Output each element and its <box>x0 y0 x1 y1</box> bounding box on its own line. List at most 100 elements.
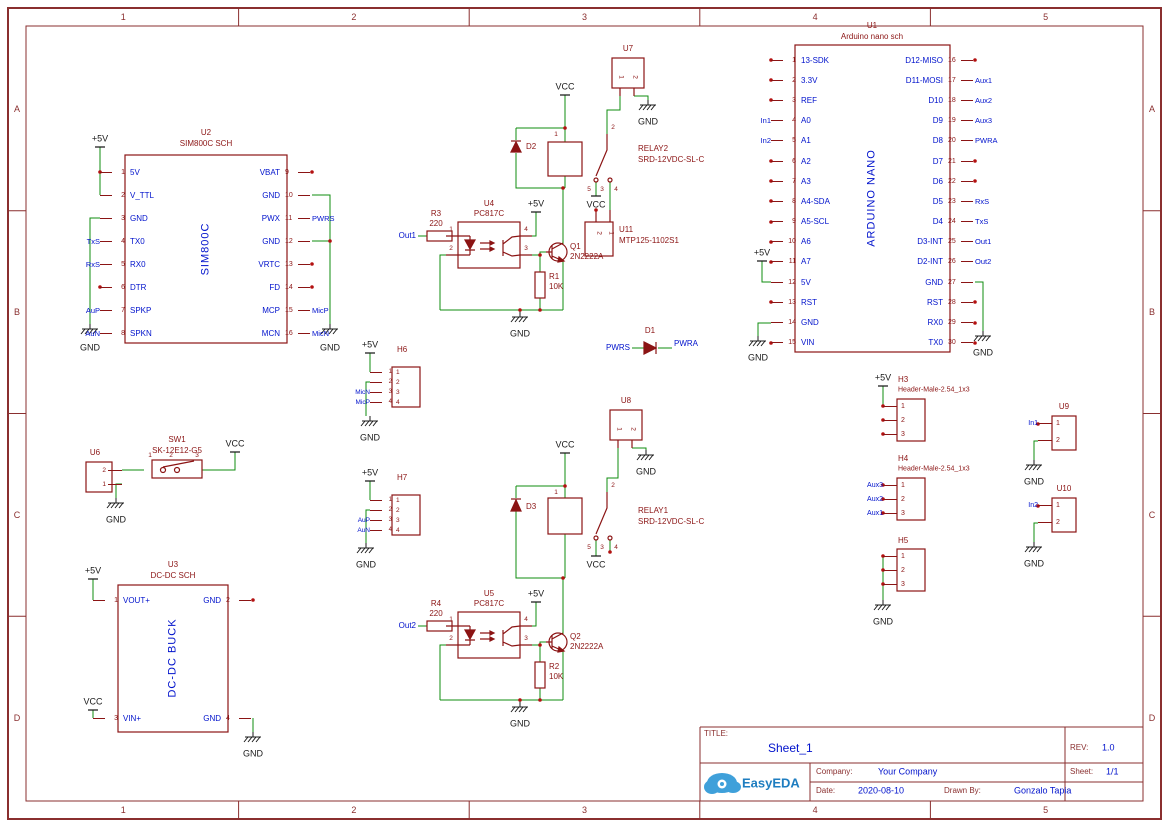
u8-pin-number: 1 <box>615 427 623 431</box>
pin-stub <box>883 583 897 585</box>
pin-name: 1 <box>396 496 400 504</box>
pin-stub <box>961 342 973 344</box>
pin-stub <box>370 401 382 403</box>
pin-stub <box>771 140 783 142</box>
d3-ref: D3 <box>526 502 537 511</box>
net-label: MicN <box>355 388 370 396</box>
pin-stub <box>298 217 310 219</box>
pin-name: VRTC <box>258 259 280 269</box>
pin-stub <box>1038 522 1052 523</box>
pin-number: 3 <box>114 714 118 722</box>
r2-ref: R2 <box>549 662 560 671</box>
pin-number: 4 <box>388 399 392 405</box>
pin-number: 1 <box>102 480 106 488</box>
pin-number: 3 <box>792 96 796 104</box>
pin-stub <box>771 180 783 182</box>
net-label: MicN <box>312 328 330 338</box>
gnd-label: GND <box>748 352 768 363</box>
titleblock-company: Your Company <box>878 766 938 777</box>
pin-stub <box>298 286 310 288</box>
u1-body-label: ARDUINO NANO <box>865 149 878 247</box>
pin-stub <box>883 569 897 571</box>
frame-col-label: 5 <box>1043 805 1049 815</box>
u2-body-label: SIM800C <box>199 222 212 276</box>
pin-name: RX0 <box>927 318 943 328</box>
pin-name: A5-SCL <box>801 217 830 227</box>
h3-ref: H3 <box>898 375 909 384</box>
gnd-label: GND <box>243 748 263 759</box>
r2-value: 10K <box>549 672 564 681</box>
pin-stub <box>771 261 783 263</box>
pin-number: 2 <box>388 507 392 513</box>
u7-pin-number: 1 <box>617 75 625 79</box>
pin-number: 17 <box>948 76 956 84</box>
pin-stub <box>771 200 783 202</box>
titleblock-company-label: Company: <box>816 767 853 776</box>
pin-number: 4 <box>226 714 230 722</box>
pin-number: 29 <box>948 319 956 327</box>
pin-name: A0 <box>801 116 811 126</box>
pin-name: D2-INT <box>917 257 943 267</box>
pin-name: VOUT+ <box>123 595 150 605</box>
pin-number: 2 <box>102 466 106 474</box>
u11-value: MTP125-1102S1 <box>619 236 679 245</box>
titleblock-drawnby-label: Drawn By: <box>944 786 981 795</box>
pin-name: D7 <box>932 156 943 166</box>
pin-stub <box>961 79 973 81</box>
pin-number: 11 <box>788 258 796 266</box>
pin-stub <box>771 301 783 303</box>
pin-stub <box>883 512 897 514</box>
r3-ref: R3 <box>430 209 442 218</box>
frame-col-label: 2 <box>351 12 357 22</box>
relay1-pin-number: 5 <box>587 543 591 551</box>
sw1-value: SK-12E12-G5 <box>152 446 202 455</box>
net-label: RxS <box>85 259 100 269</box>
pin-stub <box>771 342 783 344</box>
sw1-pin-number: 3 <box>195 451 199 459</box>
pin-name: V_TTL <box>130 190 155 200</box>
r1-ref: R1 <box>549 272 560 281</box>
pin-number: 16 <box>285 329 293 337</box>
pin-number: 3 <box>388 389 392 395</box>
gnd-label: GND <box>320 342 340 353</box>
pin-stub <box>1038 440 1052 441</box>
pin-name: GND <box>203 713 221 723</box>
vcc-label: VCC <box>225 438 245 449</box>
pin-stub <box>93 599 105 601</box>
pin-row: 2 <box>1008 514 1078 531</box>
pin-number: 23 <box>948 197 956 205</box>
u5-pin-number: 2 <box>449 634 453 642</box>
u5-pin-number: 4 <box>524 615 528 623</box>
titleblock-sheet: 1/1 <box>1106 766 1119 777</box>
pin-name: VBAT <box>259 167 280 177</box>
net-label: AuN <box>357 526 370 534</box>
frame-row-label: D <box>13 712 21 723</box>
pin-row: GND 4 <box>168 708 287 728</box>
pin-number: 1 <box>121 168 125 176</box>
net-label: TxS <box>975 217 989 227</box>
titleblock-sheet-label: Sheet: <box>1070 767 1094 776</box>
